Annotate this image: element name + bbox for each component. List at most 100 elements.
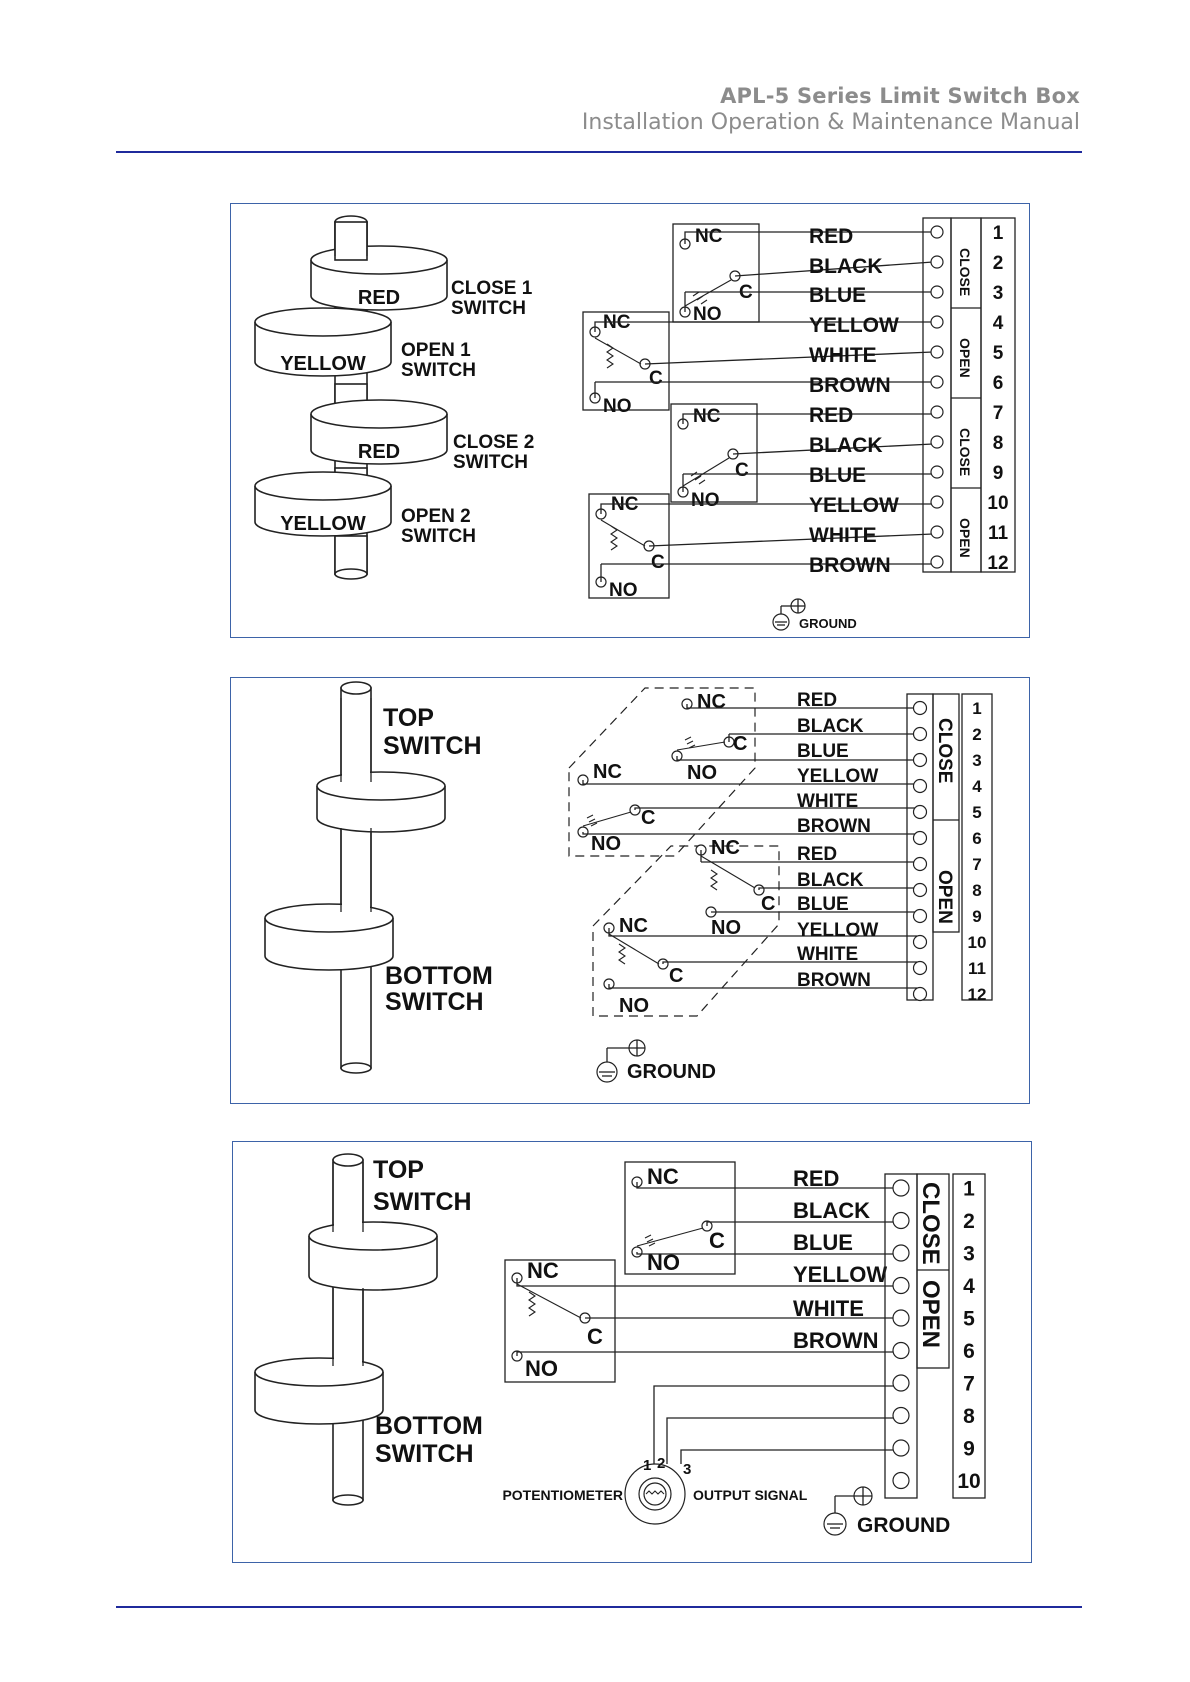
microswitch-top-a: NC C NO: [671, 691, 747, 784]
terminal-number: 9: [963, 1438, 975, 1461]
terminal-number: 1: [993, 223, 1004, 244]
shaft-bottom: [332, 1494, 364, 1506]
wire-label: WHITE: [797, 791, 858, 812]
group-label-close: CLOSE: [957, 248, 973, 296]
terminal-number: 9: [993, 463, 1004, 484]
wire-color-labels: RED BLACK BLUE YELLOW WHITE BROWN: [793, 1166, 887, 1353]
group-label-open: OPEN: [957, 518, 973, 558]
no-label: NO: [687, 762, 717, 784]
terminal-screw: [930, 555, 944, 569]
terminal-screw: [912, 778, 928, 794]
terminal-screw: [892, 1341, 910, 1360]
top-switch-label: TOP: [373, 1156, 424, 1184]
terminal-number: 5: [993, 343, 1004, 364]
terminal-number: 2: [963, 1210, 975, 1233]
header-rule: [116, 151, 1082, 153]
shaft-top: [340, 681, 372, 695]
terminal-screw: [892, 1374, 910, 1392]
cam-close-2: RED CLOSE 2 SWITCH: [310, 399, 534, 473]
nc-label: NC: [619, 915, 648, 937]
terminal-screw: [930, 405, 944, 419]
terminal-screw: [912, 934, 928, 950]
terminal-screw: [892, 1309, 910, 1327]
terminal-number: 10: [987, 493, 1008, 514]
terminal-number: 5: [963, 1308, 975, 1331]
terminal-screw: [930, 225, 944, 239]
no-label: NO: [711, 917, 741, 939]
top-switch-label-2: SWITCH: [383, 732, 482, 760]
ground-label: GROUND: [627, 1061, 716, 1083]
cam-top: [316, 698, 446, 833]
wire-color-labels: RED BLACK BLUE YELLOW WHITE BROWN RED BL…: [797, 690, 878, 991]
cam-switch-name: CLOSE 2: [453, 432, 534, 453]
nc-label: NC: [711, 837, 740, 859]
no-label: NO: [619, 995, 649, 1017]
group-label-close: CLOSE: [957, 428, 973, 476]
output-signal-label: OUTPUT SIGNAL: [693, 1487, 808, 1503]
terminal-number: 8: [963, 1405, 975, 1428]
diagram3-svg: TOP SWITCH BOTTOM SWITCH NC C NO NC C NO…: [254, 1153, 986, 1537]
terminal-number: 7: [963, 1373, 975, 1396]
wiring-diagram-four-switch: RED CLOSE 1 SWITCH YELLOW OPEN 1 SWITCH …: [230, 203, 1030, 638]
cam-open-2: YELLOW OPEN 2 SWITCH: [254, 471, 476, 547]
terminal-screw: [912, 752, 928, 768]
bottom-switch-label-2: SWITCH: [375, 1440, 474, 1468]
terminal-screw: [930, 345, 944, 359]
microswitch-3: NC C NO: [670, 403, 758, 511]
terminal-number: 11: [988, 523, 1009, 544]
terminal-screw: [892, 1471, 910, 1490]
terminal-screw: [912, 804, 928, 820]
terminal-screw: [912, 960, 928, 976]
microswitch-bottom: NC C NO: [504, 1258, 616, 1383]
terminal-number: 9: [972, 907, 981, 926]
terminal-number: 8: [972, 881, 981, 900]
group-label-open: OPEN: [917, 1280, 944, 1348]
terminal-screw: [892, 1439, 910, 1457]
wire-label: BLUE: [809, 284, 866, 307]
cam-switch-name: OPEN 1: [401, 340, 471, 361]
ground-label: GROUND: [799, 616, 857, 631]
wire-label: YELLOW: [797, 920, 878, 941]
top-switch-label: TOP: [383, 704, 434, 732]
nc-label: NC: [693, 406, 721, 427]
cam-close-1: RED CLOSE 1 SWITCH: [310, 221, 533, 319]
terminal-number: 4: [963, 1275, 975, 1298]
wire-label: WHITE: [809, 344, 877, 367]
nc-label: NC: [697, 691, 726, 713]
terminal-screw: [930, 375, 944, 389]
terminal-number: 3: [972, 751, 981, 770]
terminal-screw: [930, 435, 944, 449]
wire-label: BLACK: [797, 870, 864, 891]
terminal-number: 6: [993, 373, 1004, 394]
wire-runs: [516, 1182, 897, 1464]
ground-symbol: GROUND: [772, 598, 857, 631]
wire-color-labels: RED BLACK BLUE YELLOW WHITE BROWN RED BL…: [809, 225, 899, 577]
c-label: C: [651, 552, 665, 573]
terminal-number: 5: [972, 803, 981, 822]
terminal-screw: [930, 465, 944, 479]
terminal-screw: [930, 525, 944, 539]
wire-label: BROWN: [809, 374, 891, 397]
cam-switch-name: OPEN 2: [401, 506, 471, 527]
terminal-screw: [930, 285, 944, 299]
cam-top: [308, 1162, 438, 1291]
microswitch-top: NC C NO: [624, 1161, 736, 1275]
terminal-number: 6: [963, 1340, 975, 1363]
bottom-switch-label: BOTTOM: [385, 962, 493, 990]
page-header: APL-5 Series Limit Switch Box Installati…: [582, 84, 1080, 135]
terminal-number: 2: [993, 253, 1004, 274]
pot-pin-label: 1: [643, 1457, 651, 1474]
cam-bottom: [264, 828, 394, 971]
shaft-bottom: [334, 568, 368, 580]
potentiometer-label: POTENTIOMETER: [502, 1487, 623, 1503]
terminal-screw: [912, 830, 928, 846]
group-label-open: OPEN: [934, 870, 955, 924]
wire-label: WHITE: [797, 944, 858, 965]
cam-disc-label: YELLOW: [280, 513, 366, 535]
wire-label: BLUE: [809, 464, 866, 487]
terminal-number: 7: [972, 855, 981, 874]
terminal-screw: [892, 1179, 910, 1197]
wire-label: RED: [809, 225, 853, 248]
